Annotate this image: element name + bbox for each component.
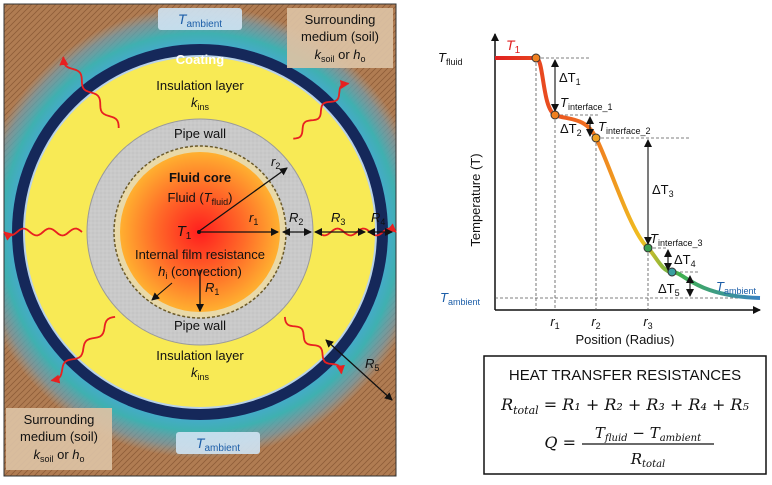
wavy-arrow-icon xyxy=(3,227,83,241)
pipe-cross-section xyxy=(4,4,396,476)
interface1-marker-icon xyxy=(550,110,560,120)
fluid-core-title: Fluid core xyxy=(169,170,231,185)
t1-marker-icon xyxy=(531,53,541,63)
r2-small-label: r2 xyxy=(271,154,280,171)
t-interface-2-label: Tinterface_2 xyxy=(598,119,650,136)
surrounding-top-line3: ksoil or ho xyxy=(314,47,365,64)
film-pointer xyxy=(151,282,173,301)
wavy-arrow-icon xyxy=(59,56,120,129)
temperature-profile: Temperature (T) Position (Radius) Tfluid… xyxy=(438,33,761,347)
t1-label: T1 xyxy=(177,223,192,242)
t-ambient-bottom-box xyxy=(176,432,260,454)
wavy-arrow-icon xyxy=(293,79,350,140)
t-interface-1-label: Tinterface_1 xyxy=(560,95,612,112)
resistances-frame xyxy=(483,355,767,475)
dT1-label: ΔT1 xyxy=(559,70,581,87)
insulation-bottom-title: Insulation layer xyxy=(156,348,244,363)
x-tick-label: r2 xyxy=(591,314,600,331)
y-axis-label: Temperature (T) xyxy=(468,153,483,246)
insulation-top-title: Insulation layer xyxy=(156,78,244,93)
coating-label: Coating xyxy=(176,52,224,67)
surrounding-top-line1: Surrounding xyxy=(305,12,376,27)
film-label: Internal film resistance xyxy=(135,247,265,262)
insulation-top-k: kins xyxy=(191,95,210,112)
t-ambient-curve-label: Tambient xyxy=(716,279,756,296)
q-numerator: Tfluid − Tambient xyxy=(595,424,702,444)
guide-lines xyxy=(495,57,760,310)
t-ambient-axis-label: Tambient xyxy=(440,290,480,307)
R3-label: R3 xyxy=(331,210,345,227)
dT2-label: ΔT2 xyxy=(560,121,582,138)
surrounding-bottom-line1: Surrounding xyxy=(24,412,95,427)
dT3-label: ΔT3 xyxy=(652,182,674,199)
q-denominator: Rtotal xyxy=(630,450,666,470)
delta-arrows xyxy=(551,59,694,297)
t-fluid-label: Tfluid xyxy=(438,50,462,67)
radius-arrows xyxy=(151,167,393,401)
surrounding-top-box xyxy=(287,8,393,68)
t-ambient-top-box xyxy=(158,8,242,30)
wavy-arrow-icon xyxy=(50,316,116,384)
surrounding-top-line2: medium (soil) xyxy=(301,29,379,44)
r1-small-label: r1 xyxy=(249,210,258,227)
r2-arrow xyxy=(197,167,288,233)
surrounding-bottom-line3: ksoil or ho xyxy=(33,447,84,464)
resistances-box: HEAT TRANSFER RESISTANCES Rtotal = R₁ + … xyxy=(483,355,767,475)
surrounding-bottom-box xyxy=(6,408,112,470)
q-lhs: Q = xyxy=(544,433,576,452)
fluid-label: Fluid (Tfluid) xyxy=(168,190,233,207)
insulation-bottom-k: kins xyxy=(191,365,210,382)
hi-label: hi (convection) xyxy=(158,264,242,281)
interface4-marker-icon xyxy=(667,267,677,277)
dT4-label: ΔT4 xyxy=(674,252,696,269)
x-tick-label: r1 xyxy=(550,314,559,331)
x-tick-label: r3 xyxy=(643,314,652,331)
R5-label: R5 xyxy=(365,356,379,373)
R5-arrow xyxy=(325,339,393,401)
x-axis-label: Position (Radius) xyxy=(576,332,675,347)
R1-label: R1 xyxy=(205,280,219,297)
t-interface-3-label: Tinterface_3 xyxy=(650,231,702,248)
temperature-curve xyxy=(495,56,761,300)
pipe-wall-top-label: Pipe wall xyxy=(174,126,226,141)
resistances-title: HEAT TRANSFER RESISTANCES xyxy=(509,367,741,384)
rtotal-equation: Rtotal = R₁ + R₂ + R₃ + R₄ + R₅ xyxy=(500,395,749,417)
surrounding-bottom-line2: medium (soil) xyxy=(20,429,98,444)
x-tick-labels: r1 r2 r3 xyxy=(550,314,652,331)
dT5-label: ΔT5 xyxy=(658,281,680,298)
pipe-wall-bottom-label: Pipe wall xyxy=(174,318,226,333)
interface2-marker-icon xyxy=(591,133,601,143)
t1-curve-label: T1 xyxy=(506,37,521,56)
R4-label: R4 xyxy=(371,210,385,227)
R2-label: R2 xyxy=(289,210,303,227)
center-dot xyxy=(197,230,201,234)
t-ambient-bottom-label: Tambient xyxy=(196,435,240,454)
t-ambient-top-label: Tambient xyxy=(178,11,222,30)
